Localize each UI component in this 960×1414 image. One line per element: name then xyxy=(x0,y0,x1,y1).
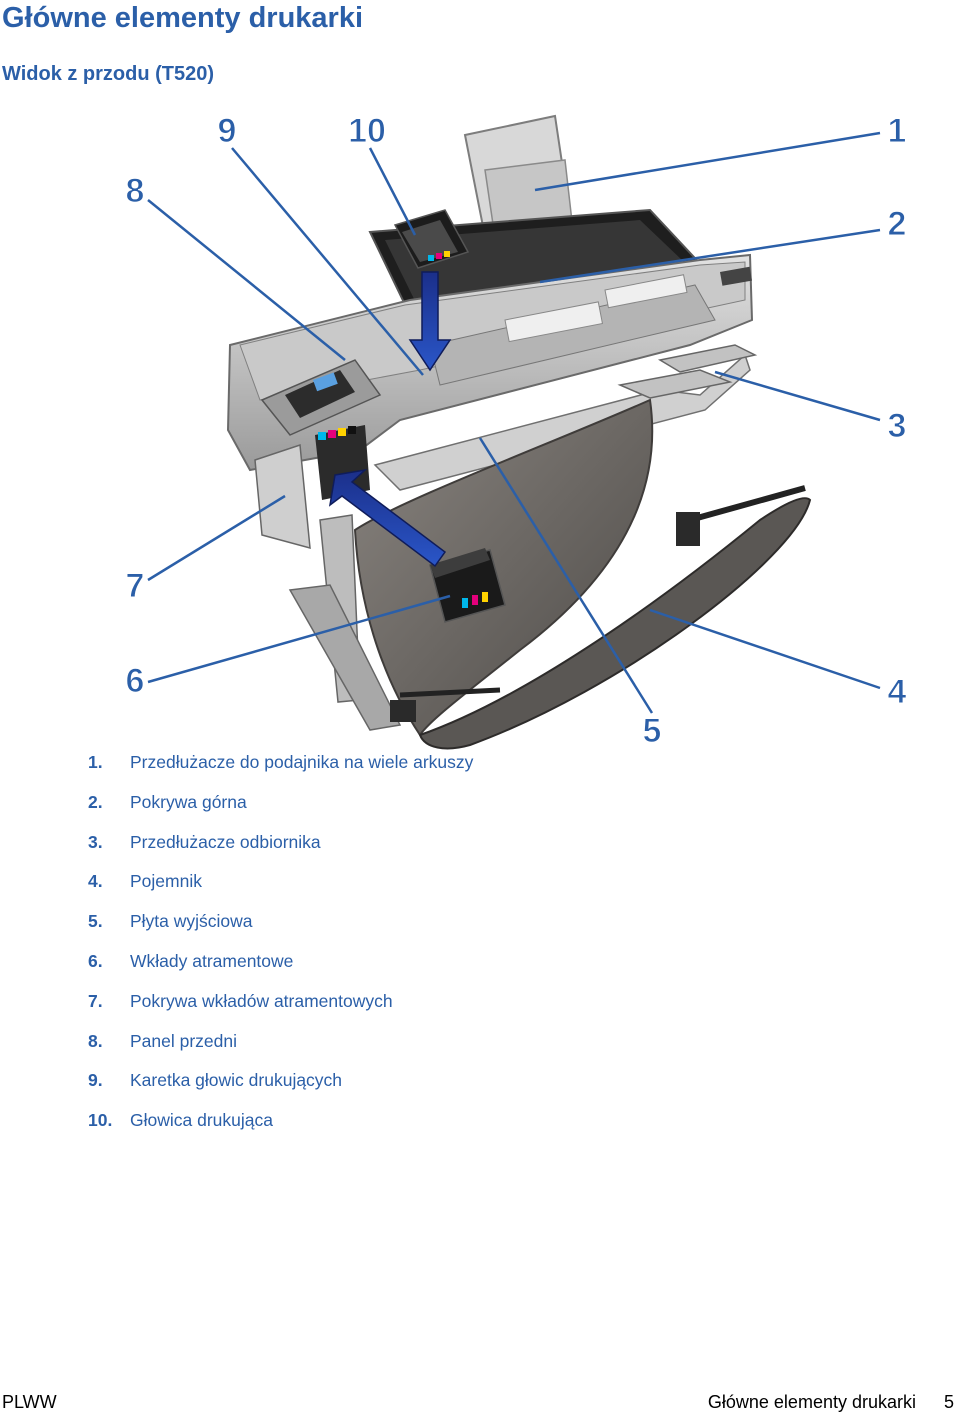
legend-text: Panel przedni xyxy=(130,1030,238,1051)
legend-text: Płyta wyjściowa xyxy=(130,911,253,932)
legend-item: 6. Wkłady atramentowe xyxy=(88,951,473,991)
bin xyxy=(353,398,812,750)
callout-number-9: 9 xyxy=(218,112,237,150)
legend-text: Pokrywa górna xyxy=(130,791,247,812)
printhead xyxy=(393,209,470,269)
callout-number-2: 2 xyxy=(888,205,907,243)
page-title: Główne elementy drukarki xyxy=(2,2,364,34)
legend-text: Przedłużacze do podajnika na wiele arkus… xyxy=(130,752,474,772)
footer-right: Główne elementy drukarki 5 xyxy=(708,1392,954,1413)
legend-item: 2. Pokrywa górna xyxy=(88,792,473,832)
legend-number: 8. xyxy=(88,1030,103,1051)
parts-legend: 1. Przedłużacze do podajnika na wiele ark… xyxy=(88,752,473,1150)
printer-front-view-illustration: 1 2 3 4 5 6 7 8 9 10 xyxy=(125,111,907,750)
legend-item: 9. Karetka głowic drukujących xyxy=(88,1070,473,1110)
legend-text: Głowica drukująca xyxy=(130,1110,273,1131)
footer-section-title: Główne elementy drukarki xyxy=(707,1392,916,1412)
legend-number: 4. xyxy=(88,871,103,892)
callout-number-4: 4 xyxy=(888,673,907,711)
page-subtitle: Widok z przodu (T520) xyxy=(2,63,215,85)
callout-number-7: 7 xyxy=(126,567,145,605)
receiver-extensions xyxy=(617,344,758,399)
callout-leader-lines xyxy=(147,131,881,714)
callout-number-8: 8 xyxy=(126,172,145,210)
insert-arrows xyxy=(328,271,452,568)
callout-number-5: 5 xyxy=(643,712,662,750)
legend-item: 8. Panel przedni xyxy=(88,1031,473,1071)
legend-text: Pojemnik xyxy=(130,871,202,892)
legend-number: 5. xyxy=(88,911,103,932)
legend-item: 3. Przedłużacze odbiornika xyxy=(88,832,473,872)
callout-number-1: 1 xyxy=(888,112,907,150)
legend-text: Przedłużacze odbiornika xyxy=(130,831,321,852)
callout-number-6: 6 xyxy=(126,662,145,700)
callout-labels: 1 2 3 4 5 6 7 8 9 10 xyxy=(125,111,907,750)
printer-body xyxy=(226,253,754,472)
stand xyxy=(288,512,700,731)
legend-item: 1. Przedłużacze do podajnika na wiele ark… xyxy=(88,752,473,792)
legend-number: 1. xyxy=(88,752,103,772)
legend-number: 9. xyxy=(88,1070,103,1091)
page-number: 5 xyxy=(943,1392,954,1412)
ink-cartridges xyxy=(429,548,506,623)
legend-number: 2. xyxy=(88,791,103,812)
callout-number-10: 10 xyxy=(348,112,386,150)
legend-number: 6. xyxy=(88,950,103,971)
legend-number: 3. xyxy=(88,831,103,852)
legend-text: Pokrywa wkładów atramentowych xyxy=(130,990,393,1011)
legend-number: 10. xyxy=(88,1110,113,1131)
legend-text: Karetka głowic drukujących xyxy=(130,1070,343,1091)
legend-item: 5. Płyta wyjściowa xyxy=(88,911,473,951)
legend-item: 10. Głowica drukująca xyxy=(88,1110,473,1150)
footer-locale-code: PLWW xyxy=(2,1392,57,1412)
legend-number: 7. xyxy=(88,990,103,1011)
legend-text: Wkłady atramentowe xyxy=(130,950,294,971)
callout-number-3: 3 xyxy=(888,407,907,445)
legend-item: 4. Pojemnik xyxy=(88,871,473,911)
legend-item: 7. Pokrywa wkładów atramentowych xyxy=(88,991,473,1031)
